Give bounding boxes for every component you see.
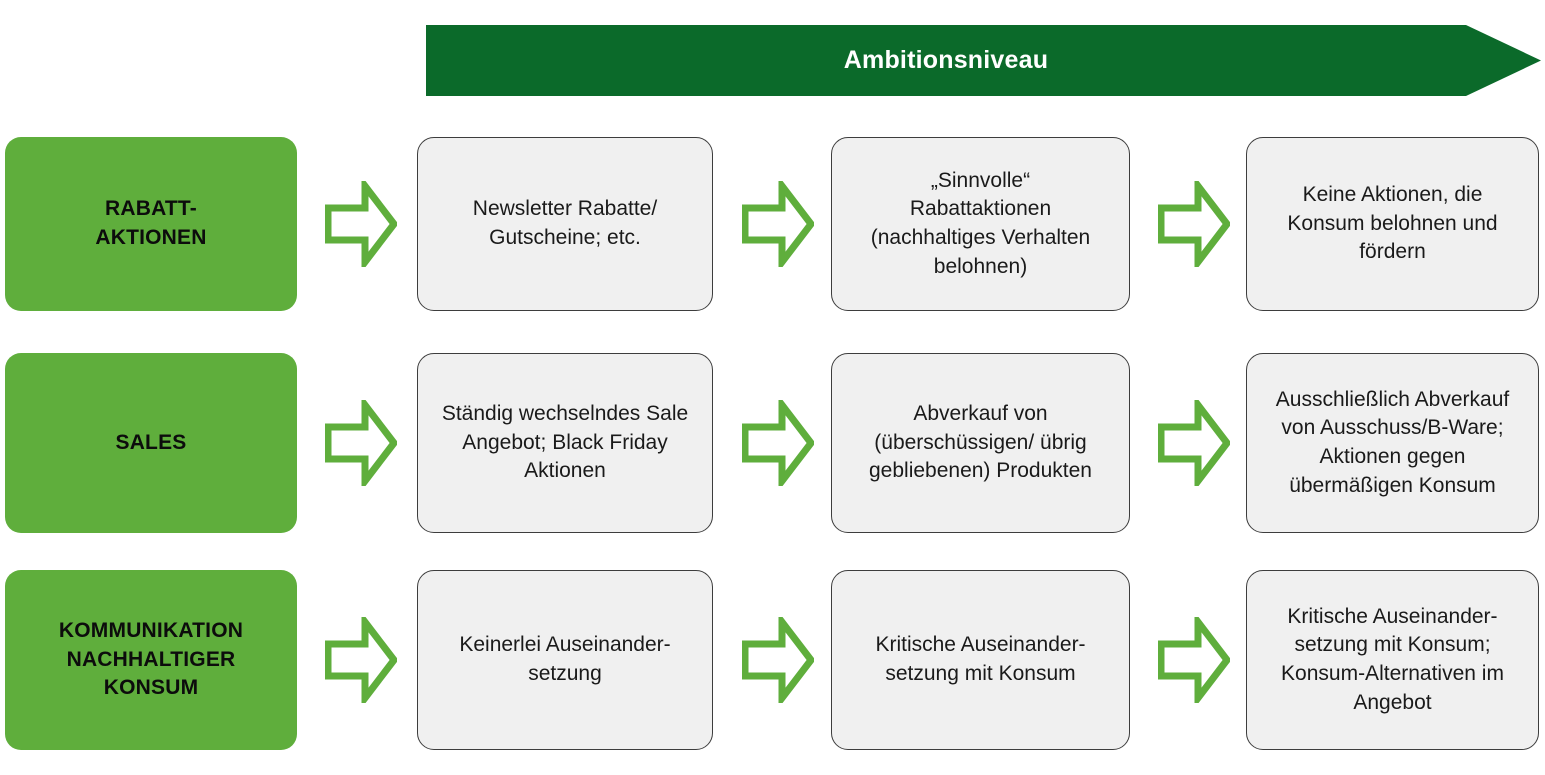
stage-box: Kritische Auseinander- setzung mit Konsu… [1246,570,1539,750]
category-box-kommunikation-nachhaltiger-konsum: KOMMUNIKATION NACHHALTIGER KONSUM [5,570,297,750]
diagram-row: SALES Ständig wechselndes Sale Angebot; … [0,353,1545,533]
stage-box: Ständig wechselndes Sale Angebot; Black … [417,353,713,533]
banner-title: Ambitionsniveau [843,46,1049,74]
category-label: SALES [115,430,187,454]
right-arrow-icon [1158,181,1230,267]
right-arrow-icon [742,400,814,486]
stage-box: Abverkauf von (überschüssigen/ übrig geb… [831,353,1130,533]
right-arrow-icon [325,181,397,267]
stage-text: Ständig wechselndes Sale Angebot; Black … [441,402,689,483]
right-arrow-icon [1158,617,1230,703]
right-arrow-icon [1158,400,1230,486]
right-arrow-icon [325,400,397,486]
stage-text: „Sinnvolle“ Rabattaktionen (nachhaltiges… [870,168,1091,278]
stage-text: Ausschließlich Abverkauf von Ausschuss/B… [1275,387,1510,497]
banner-arrow-shape [426,25,1541,96]
ambition-level-banner: Ambitionsniveau [426,25,1541,96]
stage-box: Keine Aktionen, die Konsum belohnen und … [1246,137,1539,311]
stage-text: Kritische Auseinander- setzung mit Konsu… [1281,604,1504,714]
right-arrow-icon [742,181,814,267]
stage-box: „Sinnvolle“ Rabattaktionen (nachhaltiges… [831,137,1130,311]
stage-box: Ausschließlich Abverkauf von Ausschuss/B… [1246,353,1539,533]
category-box-sales: SALES [5,353,297,533]
stage-box: Keinerlei Auseinander- setzung [417,570,713,750]
stage-text: Abverkauf von (überschüssigen/ übrig geb… [868,402,1092,483]
diagram-row: RABATT- AKTIONEN Newsletter Rabatte/ Gut… [0,137,1545,311]
category-label: KOMMUNIKATION NACHHALTIGER KONSUM [58,618,244,700]
category-label: RABATT- AKTIONEN [95,197,207,249]
right-arrow-icon [325,617,397,703]
diagram-row: KOMMUNIKATION NACHHALTIGER KONSUM Keiner… [0,570,1545,750]
stage-box: Newsletter Rabatte/ Gutscheine; etc. [417,137,713,311]
stage-text: Keinerlei Auseinander- setzung [459,633,671,685]
stage-text: Newsletter Rabatte/ Gutscheine; etc. [472,197,658,249]
stage-text: Keine Aktionen, die Konsum belohnen und … [1287,183,1498,264]
right-arrow-icon [742,617,814,703]
stage-box: Kritische Auseinander- setzung mit Konsu… [831,570,1130,750]
stage-text: Kritische Auseinander- setzung mit Konsu… [875,633,1086,685]
category-box-rabatt-aktionen: RABATT- AKTIONEN [5,137,297,311]
